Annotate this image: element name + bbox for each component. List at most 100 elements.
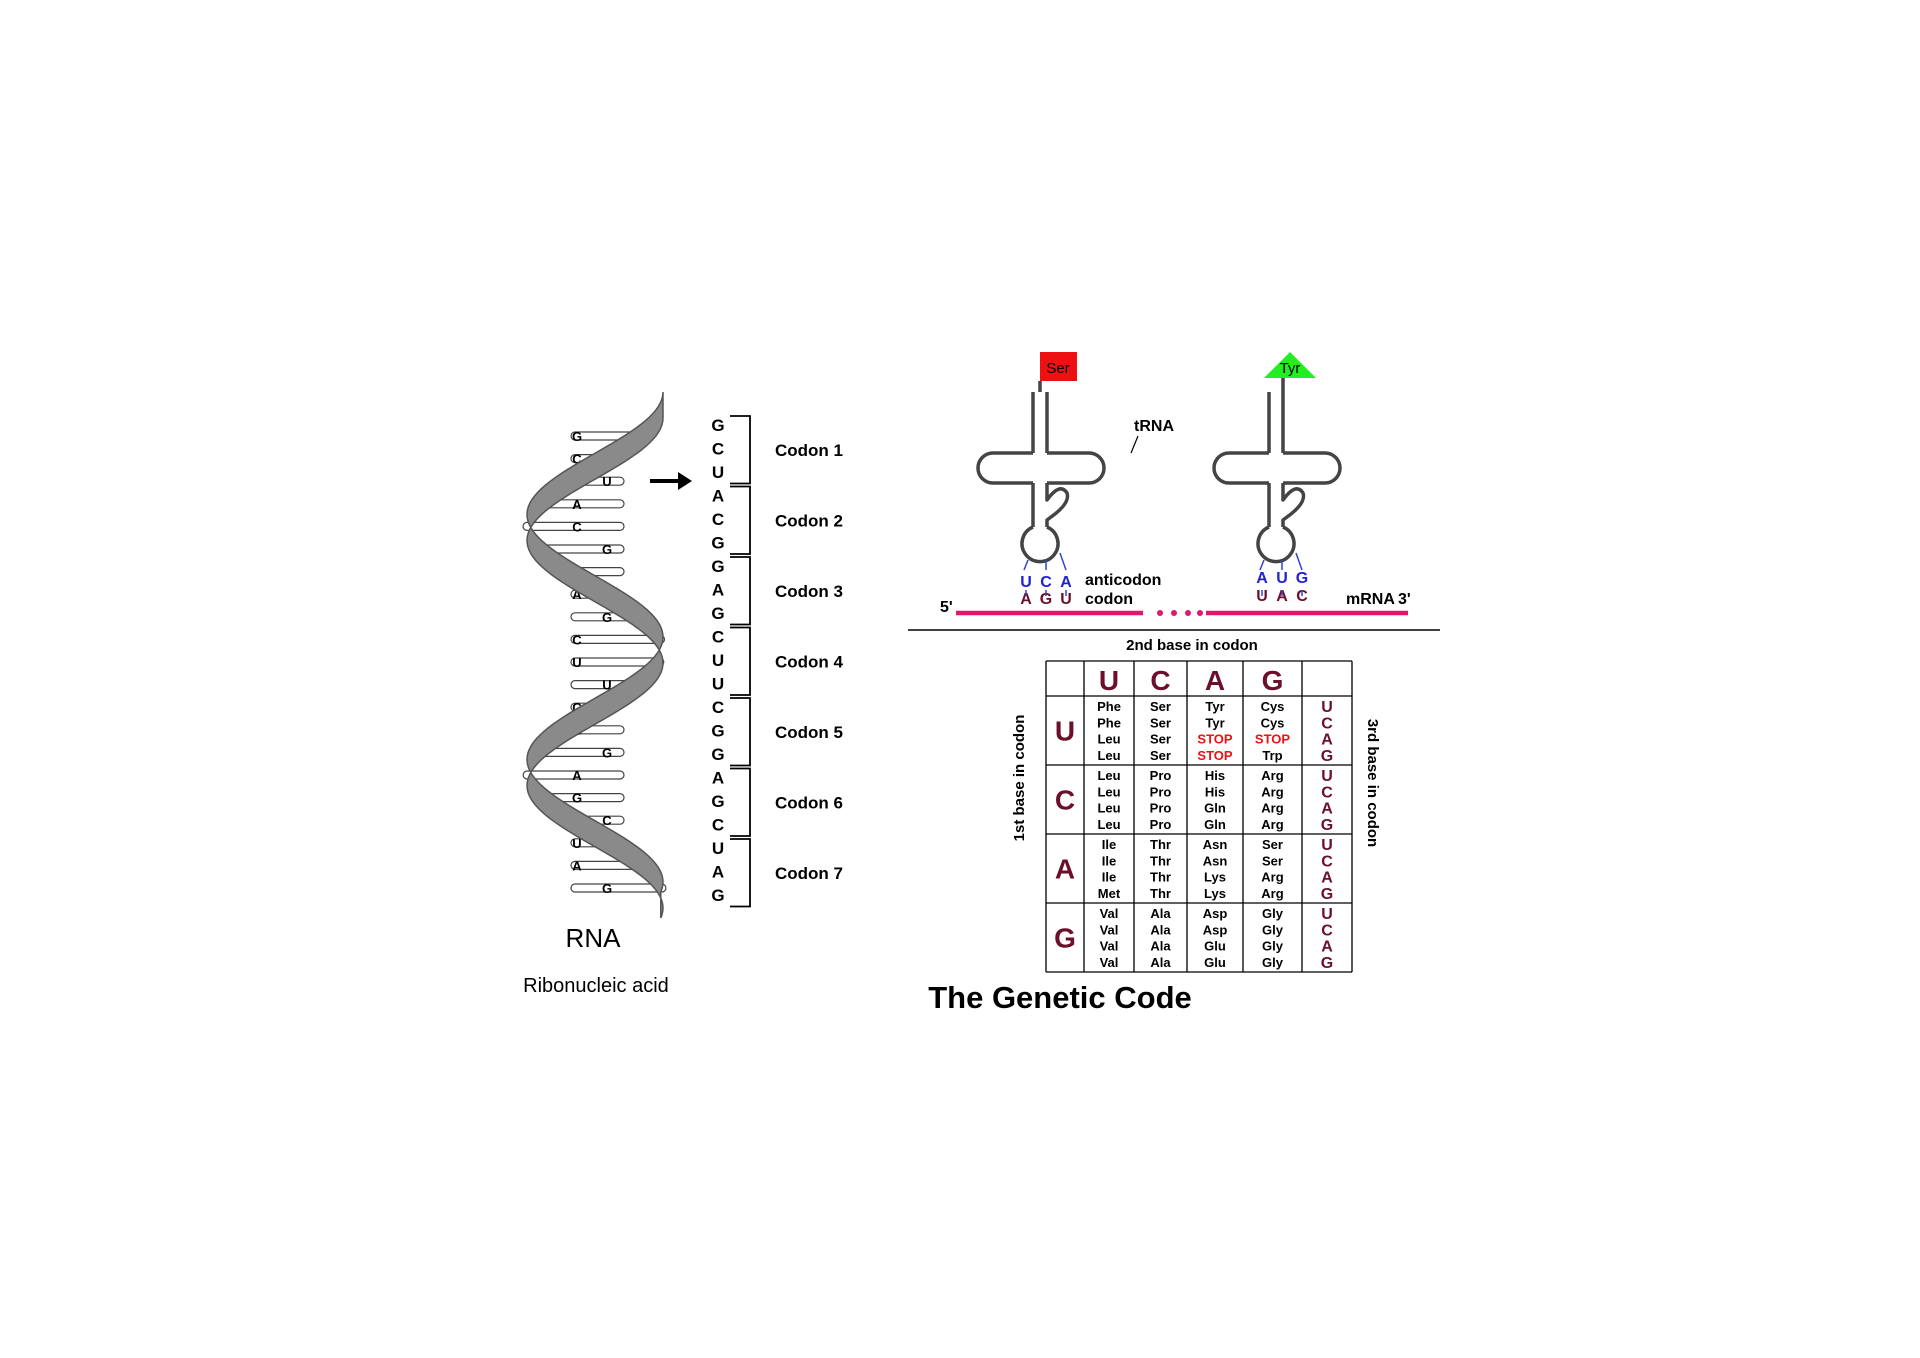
helix-base: C bbox=[572, 519, 582, 534]
first-base-label-cell: A bbox=[1055, 854, 1075, 885]
codon-label: Codon 7 bbox=[775, 864, 843, 883]
amino-acid: Pro bbox=[1150, 768, 1172, 783]
amino-acid: Ser bbox=[1262, 853, 1283, 868]
rna-label: RNA bbox=[566, 923, 622, 953]
amino-acid: Pro bbox=[1150, 784, 1172, 799]
codon-base: C bbox=[712, 698, 724, 717]
amino-acid: Arg bbox=[1261, 870, 1283, 885]
amino-acid: Ala bbox=[1150, 939, 1171, 954]
codon-base: C bbox=[712, 816, 724, 835]
third-base: G bbox=[1321, 955, 1333, 972]
amino-acid: Leu bbox=[1097, 768, 1120, 783]
amino-acid: Thr bbox=[1150, 870, 1171, 885]
third-base: U bbox=[1321, 699, 1333, 716]
amino-acid: Asp bbox=[1203, 922, 1228, 937]
amino-acid: Leu bbox=[1097, 748, 1120, 763]
third-base: U bbox=[1321, 837, 1333, 854]
codon-base: A bbox=[712, 581, 724, 600]
helix-base: A bbox=[572, 768, 582, 783]
base-pair-rung bbox=[570, 634, 666, 645]
amino-acid: Asp bbox=[1203, 906, 1228, 921]
amino-acid: Glu bbox=[1204, 939, 1226, 954]
amino-acid: Gly bbox=[1262, 922, 1284, 937]
amino-acid: Thr bbox=[1150, 886, 1171, 901]
first-base-label-cell: U bbox=[1055, 716, 1075, 747]
helix-base: G bbox=[602, 542, 612, 557]
amino-acid: Pro bbox=[1150, 801, 1172, 816]
helix-base: U bbox=[572, 655, 581, 670]
third-base: C bbox=[1321, 715, 1333, 732]
amino-acid: Arg bbox=[1261, 886, 1283, 901]
codon-base: U bbox=[712, 675, 724, 694]
stop-codon: STOP bbox=[1255, 732, 1290, 747]
tyr-label: Tyr bbox=[1280, 360, 1301, 377]
third-base: U bbox=[1321, 906, 1333, 923]
helix-base: G bbox=[602, 881, 612, 896]
codon-bracket bbox=[730, 485, 751, 555]
amino-acid: Arg bbox=[1261, 768, 1283, 783]
anticodon-base: U bbox=[1020, 574, 1032, 591]
second-base-header: G bbox=[1262, 665, 1284, 696]
amino-acid: Thr bbox=[1150, 837, 1171, 852]
codon-base: U bbox=[712, 651, 724, 670]
amino-acid: Leu bbox=[1097, 801, 1120, 816]
first-base-label: 1st base in codon bbox=[1011, 715, 1028, 842]
third-base: C bbox=[1321, 853, 1333, 870]
codon-label: Codon 1 bbox=[775, 441, 843, 460]
amino-acid: Gln bbox=[1204, 801, 1226, 816]
amino-acid: Ala bbox=[1150, 955, 1171, 970]
anticodon-base: G bbox=[1296, 570, 1308, 587]
codon-base: U bbox=[712, 839, 724, 858]
codon-base: C bbox=[1296, 588, 1308, 605]
helix-strand bbox=[526, 391, 664, 919]
helix-base: G bbox=[572, 429, 582, 444]
ser-label: Ser bbox=[1046, 360, 1069, 377]
anticodon-label: anticodon bbox=[1085, 572, 1161, 589]
anticodon-base: C bbox=[1040, 574, 1052, 591]
second-base-header: A bbox=[1205, 665, 1225, 696]
amino-acid: Arg bbox=[1261, 801, 1283, 816]
amino-acid: Pro bbox=[1150, 817, 1172, 832]
amino-acid: Ser bbox=[1150, 699, 1171, 714]
amino-acid: Cys bbox=[1261, 715, 1285, 730]
codon-bracket bbox=[730, 626, 751, 696]
three-prime-label: 3' bbox=[1398, 591, 1411, 608]
amino-acid: His bbox=[1205, 768, 1225, 783]
helix-base: U bbox=[602, 678, 611, 693]
amino-acid: Leu bbox=[1097, 784, 1120, 799]
rna-sublabel: Ribonucleic acid bbox=[523, 975, 669, 997]
codon-base: U bbox=[712, 463, 724, 482]
helix-base: A bbox=[572, 497, 582, 512]
arrow-icon bbox=[650, 472, 692, 490]
codon-label: Codon 5 bbox=[775, 723, 843, 742]
codon-base: A bbox=[712, 863, 724, 882]
five-prime-label: 5' bbox=[940, 599, 953, 616]
amino-acid: Cys bbox=[1261, 699, 1285, 714]
codon-bracket bbox=[730, 697, 751, 767]
codon-base: G bbox=[711, 534, 724, 553]
amino-acid: Arg bbox=[1261, 817, 1283, 832]
third-base: G bbox=[1321, 817, 1333, 834]
amino-acid: Val bbox=[1100, 939, 1119, 954]
third-base-label: 3rd base in codon bbox=[1364, 719, 1381, 847]
codon-base: G bbox=[711, 416, 724, 435]
amino-acid: Gly bbox=[1262, 906, 1284, 921]
third-base: G bbox=[1321, 886, 1333, 903]
codon-base: G bbox=[1040, 591, 1052, 608]
ser-amino-acid bbox=[1040, 352, 1077, 381]
amino-acid: Met bbox=[1098, 886, 1121, 901]
helix-base: G bbox=[602, 745, 612, 760]
codon-base: G bbox=[711, 886, 724, 905]
anticodon-base: U bbox=[1276, 570, 1288, 587]
anticodon-base: A bbox=[1256, 570, 1268, 587]
codon-bracket bbox=[730, 767, 751, 837]
codon-base: G bbox=[711, 745, 724, 764]
helix-base: U bbox=[602, 474, 611, 489]
helix-base: C bbox=[572, 632, 582, 647]
helix-base: C bbox=[572, 452, 582, 467]
amino-acid: Phe bbox=[1097, 699, 1121, 714]
